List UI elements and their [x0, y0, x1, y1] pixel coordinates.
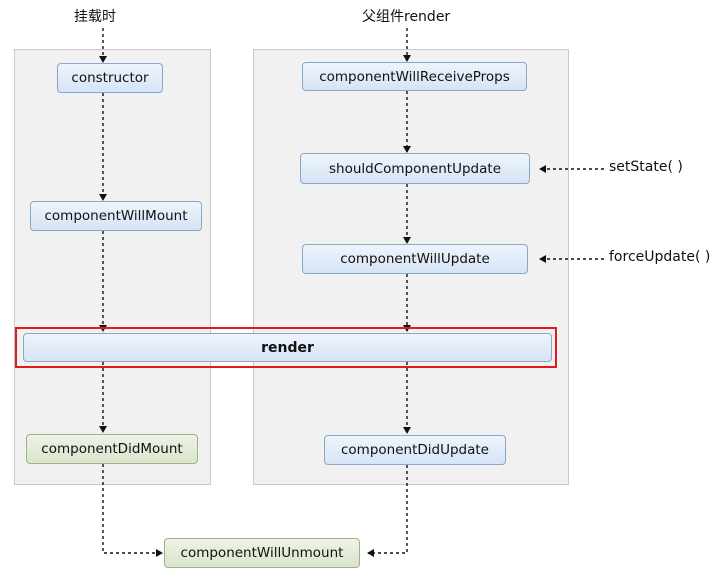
set-state-trigger: setState( )	[609, 159, 683, 175]
render-node: render	[23, 333, 552, 362]
mount-phase-panel	[14, 49, 211, 485]
arrow-didupdate-to-unmount	[367, 465, 408, 557]
component-did-update-node: componentDidUpdate	[324, 435, 506, 465]
mount-phase-title: 挂载时	[74, 9, 116, 25]
constructor-node: constructor	[57, 63, 163, 93]
update-phase-title: 父组件render	[362, 9, 451, 25]
force-update-trigger: forceUpdate( )	[609, 249, 711, 265]
component-did-mount-node: componentDidMount	[26, 434, 198, 464]
component-will-unmount-node: componentWillUnmount	[164, 538, 360, 568]
component-will-mount-node: componentWillMount	[30, 201, 202, 231]
component-will-update-node: componentWillUpdate	[302, 244, 528, 274]
should-component-update-node: shouldComponentUpdate	[300, 153, 530, 184]
component-will-receive-props-node: componentWillReceiveProps	[302, 62, 527, 91]
render-highlight-box	[15, 327, 557, 368]
arrow-didmount-to-unmount	[102, 464, 163, 557]
